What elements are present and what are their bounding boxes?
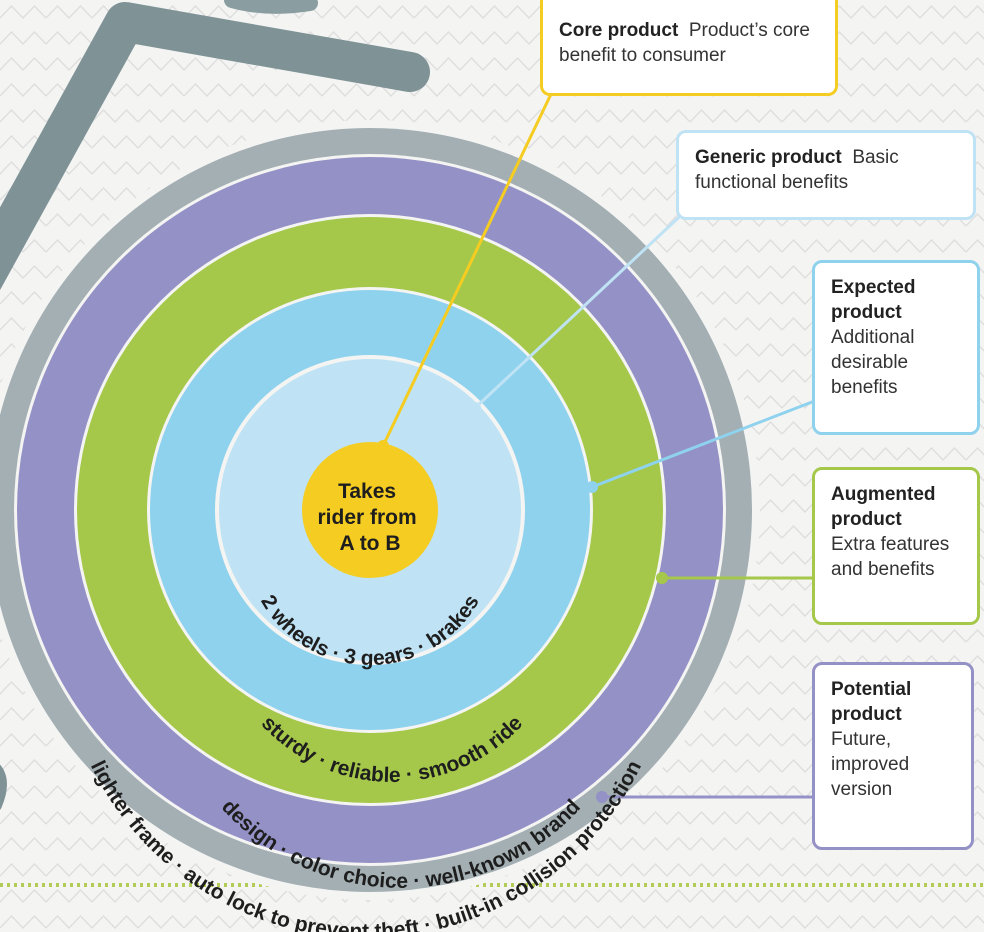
connector-augmented-dot	[656, 572, 668, 584]
connector-core-dot	[377, 440, 389, 452]
callout-core-product: Core product Product’s core benefit to c…	[540, 0, 838, 96]
core-product-circle	[302, 442, 438, 578]
callout-expected-head: Expected product	[831, 277, 916, 323]
callout-potential-text: Future, improved version	[831, 729, 910, 800]
rings	[0, 120, 760, 900]
connector-generic	[473, 203, 694, 410]
core-label: Takes rider from A to B	[317, 480, 422, 555]
connector-core	[381, 91, 554, 447]
callout-potential-product: Potential product Future, improved versi…	[812, 662, 974, 850]
callout-augmented-text: Extra features and benefits	[831, 534, 950, 580]
connector-potential-dot	[596, 791, 608, 803]
connector-generic-dot	[469, 402, 481, 414]
callout-potential-head: Potential product	[831, 679, 912, 725]
callout-generic-text: Basic functional benefits	[695, 147, 899, 193]
connector-expected	[591, 400, 813, 489]
callout-generic-head: Generic product	[695, 147, 842, 168]
connectors	[377, 91, 813, 803]
callout-core-head: Core product	[559, 20, 679, 41]
callout-augmented-head: Augmented product	[831, 484, 936, 530]
callout-generic-product: Generic product Basic functional benefit…	[676, 130, 976, 220]
callout-core-text: Product’s core benefit to consumer	[559, 20, 810, 66]
callout-augmented-product: Augmented product Extra features and ben…	[812, 467, 980, 625]
core-label-line-3: A to B	[339, 532, 400, 555]
core-label-line-1: Takes	[338, 480, 396, 503]
callout-expected-product: Expected product Additional desirable be…	[812, 260, 980, 435]
connector-expected-dot	[586, 481, 598, 493]
bike-frame-graphic	[0, 0, 430, 810]
core-label-line-2: rider from	[317, 506, 416, 529]
callout-expected-text: Additional desirable benefits	[831, 327, 915, 398]
